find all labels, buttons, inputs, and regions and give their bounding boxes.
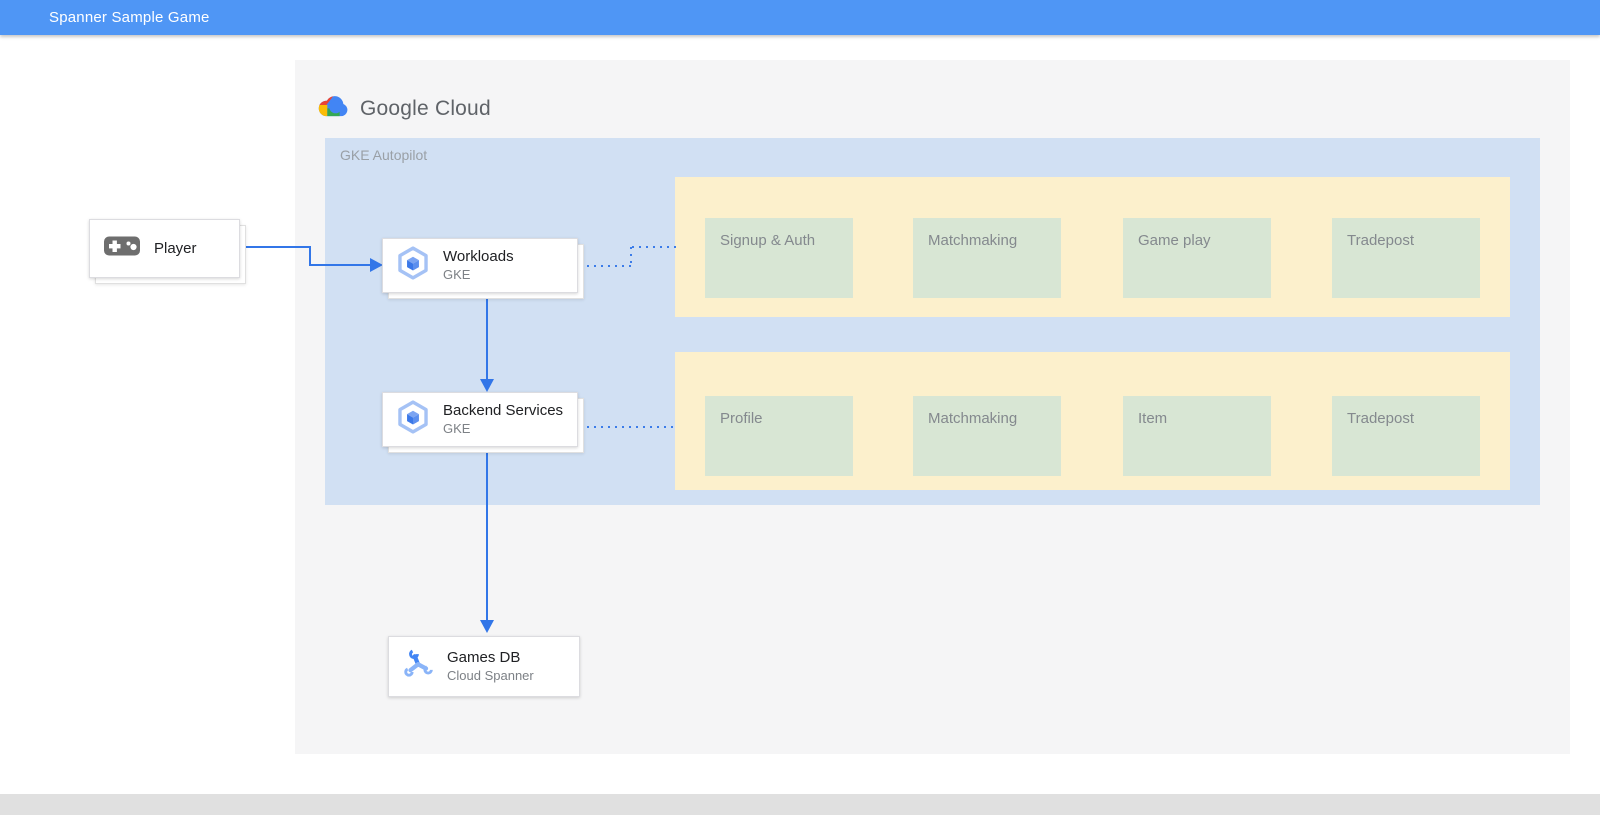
connector-player-workloads-seg2 xyxy=(309,246,311,266)
cloud-spanner-icon xyxy=(402,647,434,686)
player-label: Player xyxy=(154,239,197,257)
service-box-matchmaking-2: Matchmaking xyxy=(913,396,1061,476)
google-cloud-icon xyxy=(317,94,350,125)
dotted-link-workloads-seg2 xyxy=(630,247,632,267)
workloads-title: Workloads xyxy=(443,248,514,265)
google-cloud-logo: Google Cloud xyxy=(317,94,491,124)
backend-services-node: Backend Services GKE xyxy=(382,392,578,447)
service-box-matchmaking-1: Matchmaking xyxy=(913,218,1061,298)
arrowhead-into-workloads xyxy=(370,258,383,272)
player-node: Player xyxy=(89,219,240,278)
backend-services-title: Backend Services xyxy=(443,402,564,419)
gke-hexagon-icon xyxy=(396,400,430,439)
gke-hexagon-icon xyxy=(396,246,430,285)
connector-workloads-backend xyxy=(486,293,488,381)
service-box-profile: Profile xyxy=(705,396,853,476)
dotted-link-workloads-seg3 xyxy=(632,246,678,248)
service-box-item: Item xyxy=(1123,396,1271,476)
google-cloud-logo-text: Google Cloud xyxy=(360,97,491,120)
connector-player-workloads-seg1 xyxy=(240,246,311,248)
dotted-link-backend xyxy=(580,426,678,428)
footer-bar xyxy=(0,794,1600,815)
service-box-tradepost-2: Tradepost xyxy=(1332,396,1480,476)
backend-services-subtitle: GKE xyxy=(443,421,471,436)
games-db-subtitle: Cloud Spanner xyxy=(447,668,534,683)
connector-backend-gamesdb xyxy=(486,447,488,621)
dotted-link-workloads-seg1 xyxy=(580,265,632,267)
service-box-signup-auth: Signup & Auth xyxy=(705,218,853,298)
workloads-subtitle: GKE xyxy=(443,267,471,282)
gke-autopilot-label: GKE Autopilot xyxy=(340,147,428,163)
service-box-tradepost-1: Tradepost xyxy=(1332,218,1480,298)
app-header: Spanner Sample Game xyxy=(0,0,1600,35)
window-title: Spanner Sample Game xyxy=(49,9,210,26)
connector-player-workloads-seg3 xyxy=(309,264,372,266)
workloads-node: Workloads GKE xyxy=(382,238,578,293)
arrowhead-into-backend xyxy=(480,379,494,392)
games-db-node: Games DB Cloud Spanner xyxy=(388,636,580,697)
service-box-game-play: Game play xyxy=(1123,218,1271,298)
arrowhead-into-gamesdb xyxy=(480,620,494,633)
games-db-title: Games DB xyxy=(447,649,521,666)
gamepad-icon xyxy=(103,234,141,263)
